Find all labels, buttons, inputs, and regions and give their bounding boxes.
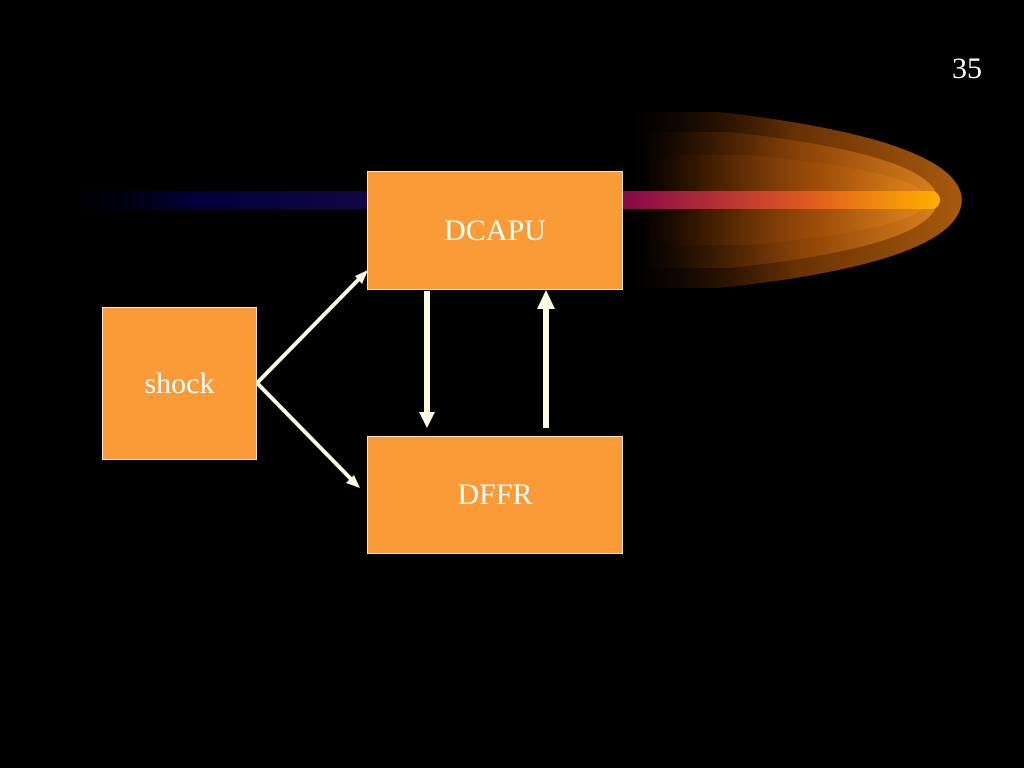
node-dcapu: DCAPU <box>367 171 623 290</box>
arrow-shock-to-dcapu <box>255 276 362 385</box>
arrowhead-shock-to-dcapu <box>355 270 368 284</box>
node-shock-label: shock <box>144 366 215 400</box>
arrowhead-dffr-to-dcapu <box>537 290 555 309</box>
arrowhead-dcapu-to-dffr <box>419 412 435 428</box>
node-dffr-label: DFFR <box>457 478 533 511</box>
arrowhead-shock-to-dffr <box>346 475 360 488</box>
node-shock: shock <box>102 307 257 460</box>
arrow-shock-to-dffr <box>255 381 354 482</box>
node-dffr: DFFR <box>367 436 623 554</box>
node-dcapu-label: DCAPU <box>444 213 546 247</box>
slide-number: 35 <box>952 52 982 85</box>
